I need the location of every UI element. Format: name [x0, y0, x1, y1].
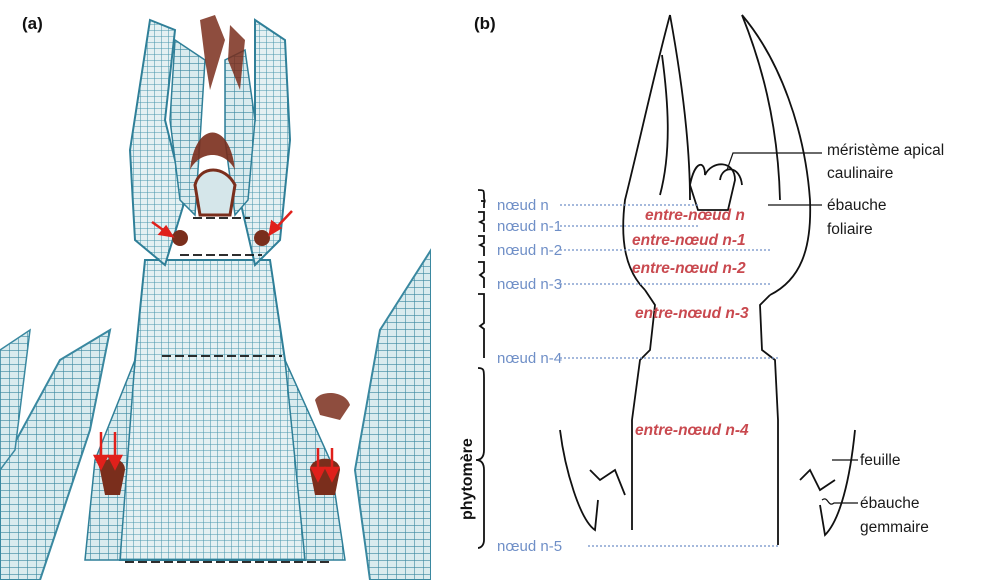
node-n4-label: nœud n-4 — [497, 350, 562, 367]
braces — [476, 190, 485, 548]
leaf-primordium-label-line1: ébauche — [827, 197, 886, 214]
bud-primordium-label-line2: gemmaire — [860, 519, 929, 536]
bud-primordium-label-line1: ébauche — [860, 495, 919, 512]
internode-n-label: entre-nœud n — [645, 207, 745, 224]
node-n2-label: nœud n-2 — [497, 242, 562, 259]
leaf-primordium-label-line2: foliaire — [827, 221, 873, 238]
node-n-label: nœud n — [497, 197, 549, 214]
phytomer-diagram: nœud n nœud n-1 nœud n-2 nœud n-3 nœud n… — [440, 0, 1003, 580]
meristem-label-line1: méristème apical — [827, 142, 944, 159]
outer-leaf-right — [355, 250, 431, 580]
internode-n2-label: entre-nœud n-2 — [632, 260, 746, 277]
stem-tissue — [120, 260, 305, 560]
node-n1-label: nœud n-1 — [497, 218, 562, 235]
leaf-label: feuille — [860, 452, 901, 469]
internode-n1-label: entre-nœud n-1 — [632, 232, 746, 249]
micrograph-image — [0, 0, 431, 580]
internode-n3-label: entre-nœud n-3 — [635, 305, 749, 322]
plant-outline — [560, 15, 855, 545]
node-n5-label: nœud n-5 — [497, 538, 562, 555]
phytomer-label: phytomère — [459, 438, 476, 520]
node-n3-label: nœud n-3 — [497, 276, 562, 293]
node-dotted-lines — [560, 205, 780, 546]
meristem-label-line2: caulinaire — [827, 165, 893, 182]
internode-n4-label: entre-nœud n-4 — [635, 422, 749, 439]
